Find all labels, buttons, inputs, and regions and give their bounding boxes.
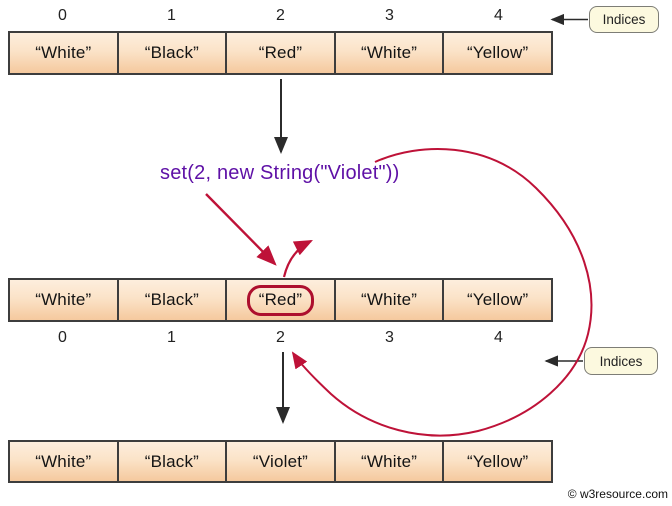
index-label: 4 [494, 7, 503, 24]
old-value-out-arrow [282, 240, 313, 278]
index-label: 1 [167, 329, 176, 346]
middle-index-row: 0 1 2 3 4 [8, 329, 553, 347]
array-cell: “White” [10, 33, 119, 73]
indices-badge-label: Indices [602, 12, 646, 27]
array-cell: “Yellow” [444, 33, 551, 73]
middle-array: “White” “Black” “Red” “White” “Yellow” [8, 278, 553, 322]
top-array: “White” “Black” “Red” “White” “Yellow” [8, 31, 553, 75]
index-label: 3 [385, 329, 394, 346]
index-label: 4 [494, 329, 503, 346]
top-index-row: 0 1 2 3 4 [8, 7, 553, 25]
index-label: 2 [276, 329, 285, 346]
array-cell: “Yellow” [444, 280, 551, 320]
array-cell: “White” [335, 442, 445, 481]
array-cell: “Violet” [227, 442, 336, 481]
set-call-arrow [205, 193, 277, 266]
array-cell: “Black” [118, 442, 228, 481]
array-cell: “Red” [227, 33, 336, 73]
indices-badge-top: Indices [589, 6, 659, 33]
index-label: 0 [58, 329, 67, 346]
index-label: 1 [167, 7, 176, 24]
bottom-array: “White” “Black” “Violet” “White” “Yellow… [8, 440, 553, 483]
indices-badge-middle: Indices [584, 347, 658, 375]
array-cell: “Black” [118, 33, 228, 73]
array-cell: “White” [335, 280, 445, 320]
indices-badge-label: Indices [599, 353, 643, 369]
array-cell: “Yellow” [444, 442, 551, 481]
index-label: 3 [385, 7, 394, 24]
highlight-ring: “Red” [246, 284, 315, 316]
array-cell-highlighted: “Red” [227, 280, 336, 320]
index-label: 2 [276, 7, 285, 24]
array-cell: “White” [335, 33, 445, 73]
method-call-text: set(2, new String("Violet")) [160, 162, 400, 184]
array-cell: “White” [10, 280, 119, 320]
array-cell: “Black” [118, 280, 228, 320]
index-label: 0 [58, 7, 67, 24]
array-cell: “White” [10, 442, 119, 481]
watermark: © w3resource.com [567, 487, 668, 501]
